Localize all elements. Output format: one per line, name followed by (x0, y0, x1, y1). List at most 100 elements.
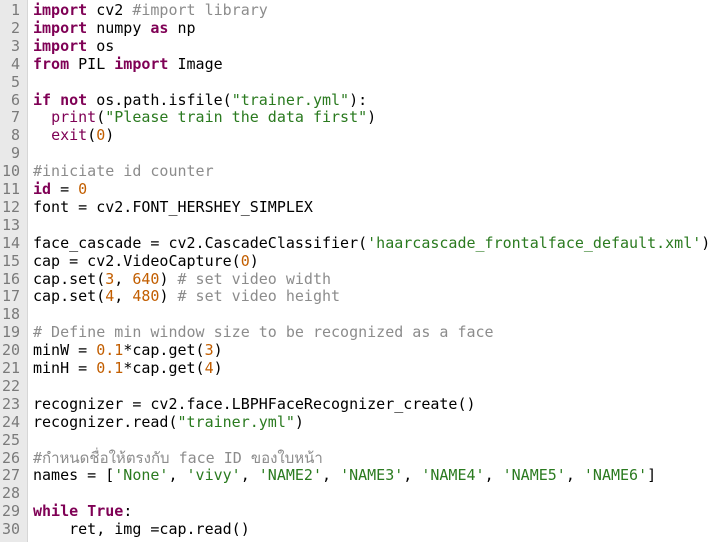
code-token: 3 (204, 341, 214, 360)
line-number: 10 (1, 162, 20, 181)
line-number: 13 (1, 215, 20, 234)
code-line[interactable]: 4 from PIL import Image (0, 55, 718, 73)
code-token: ret, img =cap.read() (33, 520, 250, 539)
code-token: 4 (204, 359, 214, 377)
code-token (51, 91, 60, 109)
line-number: 5 (10, 72, 20, 91)
code-line[interactable]: 27 names = ['None', 'vivy', 'NAME2', 'NAM… (0, 466, 718, 484)
code-token: recognizer.read( (33, 412, 178, 431)
code-token: *cap.get( (123, 359, 205, 377)
code-line[interactable]: 11 id = 0 (0, 180, 718, 198)
code-line[interactable]: 7 print("Please train the data first") (0, 108, 718, 126)
line-number: 11 (1, 180, 20, 198)
code-line[interactable]: 10 #iniciate id counter (0, 162, 718, 180)
code-text[interactable]: exit(0) (33, 126, 114, 144)
code-token: 640 (132, 269, 160, 288)
code-token: 0.1 (96, 341, 124, 360)
code-line[interactable]: 22 (0, 377, 718, 395)
line-number: 2 (10, 18, 20, 37)
line-number: 27 (1, 466, 20, 485)
code-text[interactable]: minW = 0.1*cap.get(3) (33, 341, 223, 359)
code-text[interactable]: import cv2 #import library (33, 1, 268, 19)
code-token: 'NAME5' (502, 466, 566, 485)
code-text[interactable]: #iniciate id counter (33, 162, 214, 180)
code-token: True (87, 502, 124, 521)
code-line[interactable]: 13 (0, 216, 718, 234)
line-number: 18 (1, 305, 20, 324)
code-token: #กำหนดชื่อให้ตรงกับ face ID ของใบหน้า (33, 448, 323, 467)
code-token: import (33, 18, 88, 37)
code-token: minW = (33, 341, 97, 360)
code-text[interactable]: cap = cv2.VideoCapture(0) (33, 252, 259, 270)
code-line[interactable]: 1 import cv2 #import library (0, 1, 718, 19)
code-text[interactable]: face_cascade = cv2.CascadeClassifier('ha… (33, 234, 710, 252)
code-token: , (114, 287, 133, 306)
code-token: import (33, 36, 88, 55)
code-token: 'NAME3' (340, 466, 404, 485)
code-token (78, 502, 87, 520)
line-number: 26 (1, 448, 20, 467)
code-token: ): (349, 90, 368, 109)
line-number: 28 (1, 484, 20, 503)
code-token: *cap.get( (123, 341, 205, 360)
line-number: 17 (1, 287, 20, 306)
code-line[interactable]: 17 cap.set(4, 480) # set video height (0, 287, 718, 305)
code-text[interactable]: cap.set(3, 640) # set video width (33, 270, 331, 288)
code-text[interactable]: names = ['None', 'vivy', 'NAME2', 'NAME3… (33, 466, 656, 484)
code-line[interactable]: 26 #กำหนดชื่อให้ตรงกับ face ID ของใบหน้า (0, 449, 718, 467)
code-text[interactable]: print("Please train the data first") (33, 108, 376, 126)
code-text[interactable]: recognizer = cv2.face.LBPHFaceRecognizer… (33, 395, 476, 413)
code-token: exit (51, 126, 88, 145)
line-number: 25 (1, 430, 20, 449)
code-token: ) (159, 287, 178, 306)
code-line[interactable]: 19# Define min window size to be recogni… (0, 323, 718, 341)
code-text[interactable]: while True: (33, 502, 132, 520)
code-line[interactable]: 8 exit(0) (0, 126, 718, 144)
code-token: = (51, 180, 79, 198)
code-text[interactable]: #กำหนดชื่อให้ตรงกับ face ID ของใบหน้า (33, 449, 323, 467)
code-text[interactable]: # Define min window size to be recognize… (33, 323, 494, 341)
code-line[interactable]: 18 (0, 305, 718, 323)
code-text[interactable]: recognizer.read("trainer.yml") (33, 413, 304, 431)
code-token: id (33, 180, 52, 198)
code-token: ) (213, 359, 223, 377)
code-line[interactable]: 2 import numpy as np (0, 19, 718, 37)
code-token: #iniciate id counter (33, 162, 214, 181)
code-text[interactable]: cap.set(4, 480) # set video height (33, 287, 340, 305)
code-token: Image (168, 54, 223, 73)
code-line[interactable]: 9 (0, 144, 718, 162)
code-token: ( (87, 126, 97, 145)
code-text[interactable]: from PIL import Image (33, 55, 223, 73)
code-line[interactable]: 25 (0, 431, 718, 449)
code-text[interactable]: minH = 0.1*cap.get(4) (33, 359, 223, 377)
code-line[interactable]: 28 (0, 484, 718, 502)
code-text[interactable]: import os (33, 37, 114, 55)
code-text[interactable]: id = 0 (33, 180, 87, 198)
code-text[interactable]: import numpy as np (33, 19, 196, 37)
code-text[interactable]: font = cv2.FONT_HERSHEY_SIMPLEX (33, 198, 313, 216)
code-token: "Please train the data first" (105, 108, 368, 127)
code-token: , (168, 466, 187, 485)
code-line[interactable]: 30 ret, img =cap.read() (0, 520, 718, 538)
line-number: 4 (10, 54, 20, 73)
code-text[interactable]: if not os.path.isfile("trainer.yml"): (33, 91, 367, 109)
code-token: recognizer = cv2.face.LBPHFaceRecognizer… (33, 394, 476, 413)
code-text[interactable]: ret, img =cap.read() (33, 520, 250, 538)
code-token: while (33, 502, 79, 521)
code-line[interactable]: 5 (0, 73, 718, 91)
line-number: 1 (10, 1, 20, 19)
code-token: font = cv2.FONT_HERSHEY_SIMPLEX (33, 197, 313, 216)
line-number: 8 (10, 126, 20, 145)
